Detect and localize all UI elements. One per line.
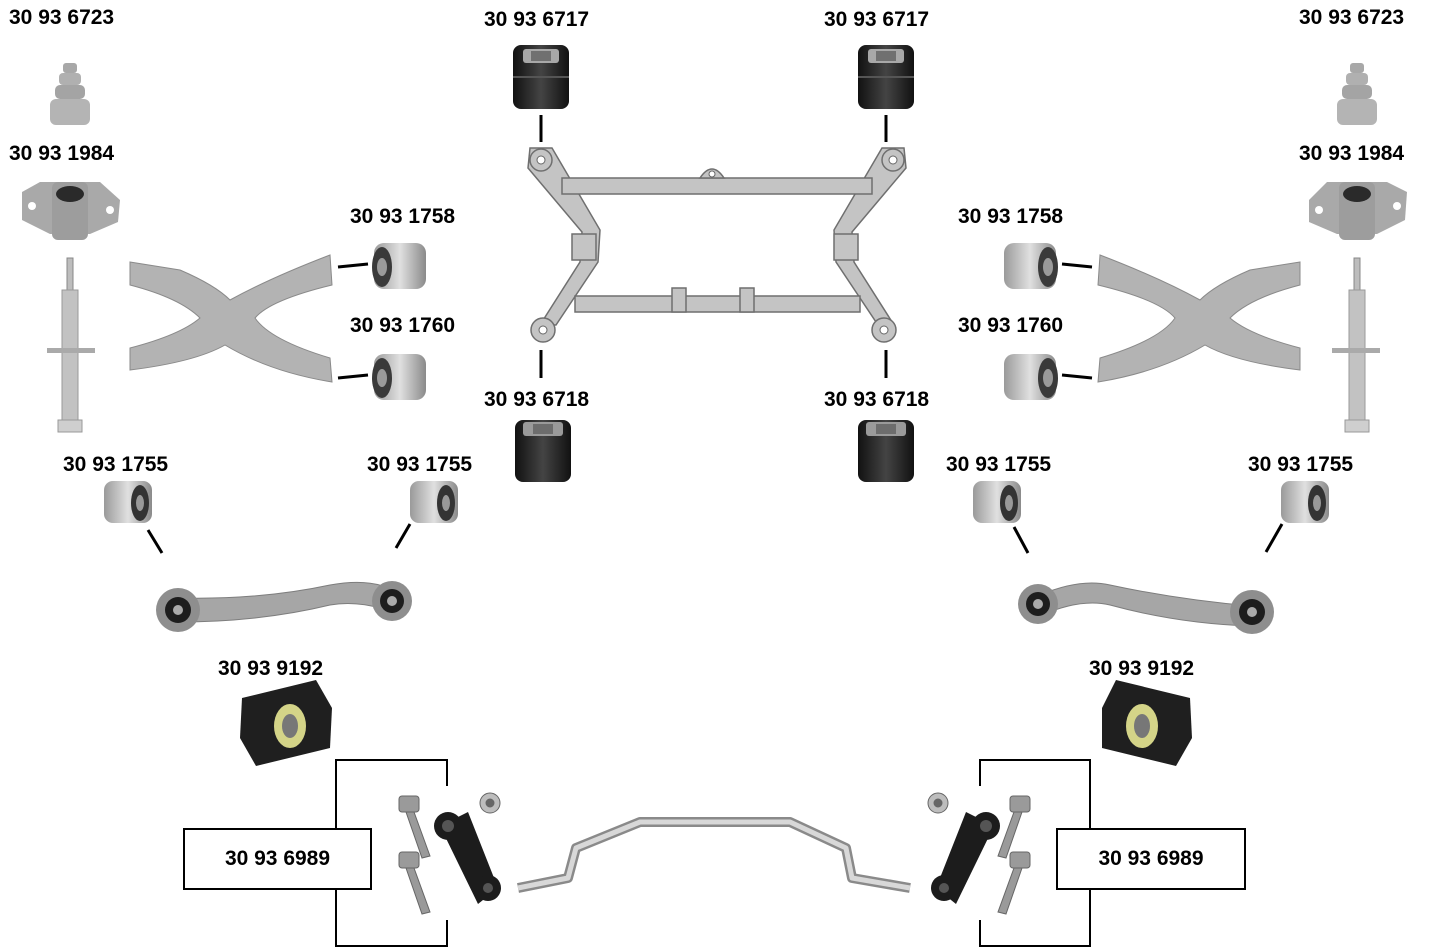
part-label-6718-right: 30 93 6718 <box>824 389 929 410</box>
bump-stop-left <box>50 63 90 125</box>
control-arm-bushing-1760-right <box>1004 354 1058 400</box>
part-label-1758-left: 30 93 1758 <box>350 206 455 227</box>
part-label-1760-left: 30 93 1760 <box>350 315 455 336</box>
stabilizer-link-left <box>434 812 501 904</box>
bump-stop-right <box>1337 63 1377 125</box>
control-arm-upper-right <box>1098 255 1300 382</box>
bushing-9192-left <box>240 680 332 766</box>
subframe-bushing-upper-right <box>858 45 914 109</box>
part-label-1760-right: 30 93 1760 <box>958 315 1063 336</box>
subframe-bushing-lower-right <box>858 420 914 482</box>
part-box-6989-left: 30 93 6989 <box>183 828 372 890</box>
bushing-1755-right-outer <box>1281 481 1329 523</box>
shock-absorber-left <box>47 258 95 432</box>
strut-mount-left <box>22 182 120 240</box>
control-arm-bushing-1758-right <box>1004 243 1058 289</box>
strut-mount-right <box>1309 182 1407 240</box>
control-arm-bushing-1760-left <box>372 354 426 400</box>
part-label-1984-left: 30 93 1984 <box>9 143 114 164</box>
part-label-1755-left-inner: 30 93 1755 <box>367 454 472 475</box>
part-label-6723-right: 30 93 6723 <box>1299 7 1404 28</box>
control-arm-upper-left <box>130 255 332 382</box>
bushing-9192-right <box>1102 680 1192 766</box>
lower-link-left <box>156 581 412 632</box>
subframe-bushing-upper-left <box>513 45 569 109</box>
part-box-6989-right: 30 93 6989 <box>1056 828 1246 890</box>
part-label-1984-right: 30 93 1984 <box>1299 143 1404 164</box>
part-label-1755-left-outer: 30 93 1755 <box>63 454 168 475</box>
bushing-1755-left-inner <box>410 481 458 523</box>
part-label-6717-right: 30 93 6717 <box>824 9 929 30</box>
part-label-1755-right-inner: 30 93 1755 <box>946 454 1051 475</box>
part-label-1755-right-outer: 30 93 1755 <box>1248 454 1353 475</box>
part-label-9192-right: 30 93 9192 <box>1089 658 1194 679</box>
part-label-6717-left: 30 93 6717 <box>484 9 589 30</box>
rear-subframe <box>528 148 906 342</box>
stabilizer-link-right <box>931 812 1000 904</box>
shock-absorber-right <box>1332 258 1380 432</box>
control-arm-bushing-1758-left <box>372 243 426 289</box>
part-label-9192-left: 30 93 9192 <box>218 658 323 679</box>
bushing-1755-right-inner <box>973 481 1021 523</box>
part-label-6718-left: 30 93 6718 <box>484 389 589 410</box>
lower-link-right <box>1018 583 1274 634</box>
part-label-6723-left: 30 93 6723 <box>9 7 114 28</box>
part-label-1758-right: 30 93 1758 <box>958 206 1063 227</box>
bushing-1755-left-outer <box>104 481 152 523</box>
subframe-bushing-lower-left <box>515 420 571 482</box>
